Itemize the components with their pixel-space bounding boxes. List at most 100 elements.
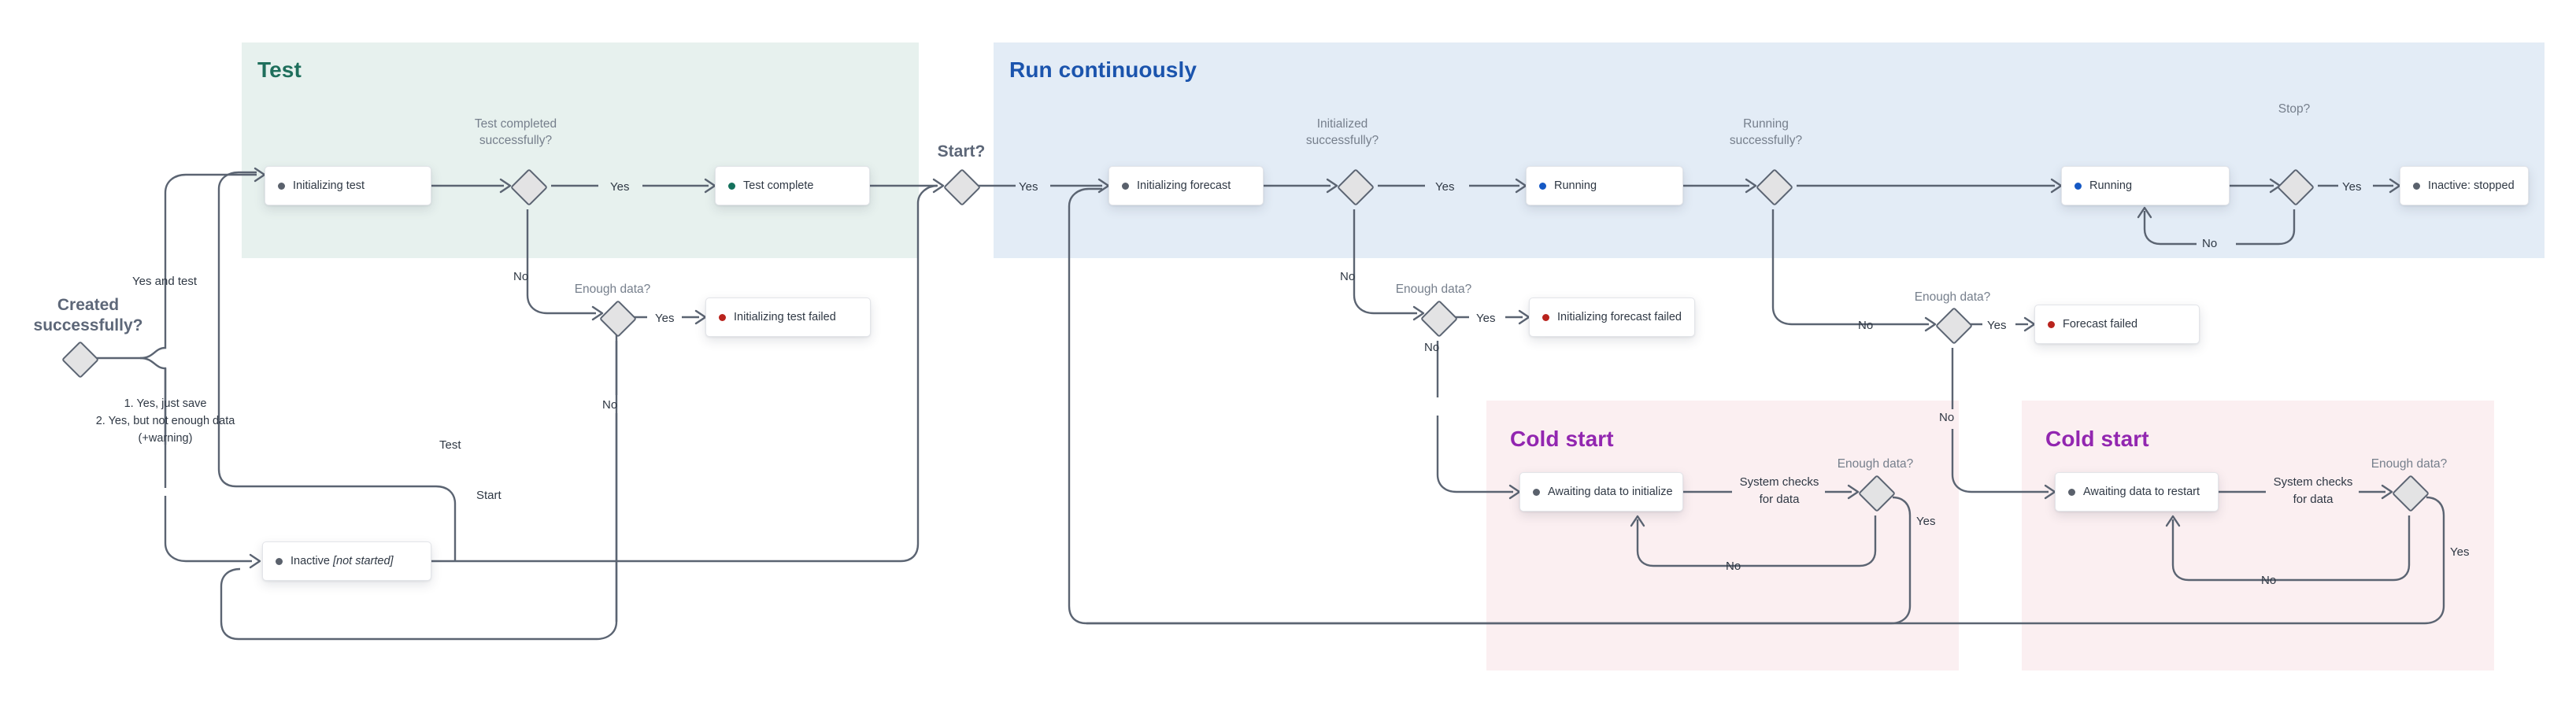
- system-checks-line-2: for data: [2293, 492, 2334, 506]
- created-line-1: Created: [57, 296, 120, 314]
- edge-label-yes-and-test: Yes and test: [132, 275, 198, 288]
- arrow-into-start: [932, 178, 945, 194]
- decision-start[interactable]: [942, 168, 982, 207]
- edge-label-enough-data-run-no: No: [1939, 411, 1955, 424]
- decision-enough-data-initialized[interactable]: [1419, 299, 1459, 338]
- section-panel-run-continuously: Run continuously: [994, 42, 2545, 258]
- running-line-1: Running: [1743, 117, 1789, 131]
- section-panel-cold-start-1: Cold start: [1486, 401, 1959, 671]
- status-dot-running-2: [2074, 182, 2082, 190]
- system-checks-line-2: for data: [1759, 492, 1800, 506]
- node-label-initializing-forecast: Initializing forecast: [1137, 179, 1231, 192]
- system-checks-line-1: System checks: [1739, 475, 1819, 489]
- decision-title-created-successfully: Created successfully?: [17, 295, 159, 337]
- list-item: 2. Yes, but not enough data: [95, 414, 235, 427]
- arrow-into-enough-run: [1924, 316, 1937, 332]
- edge-label-stop-no: No: [2202, 237, 2218, 250]
- decision-created-successfully[interactable]: [61, 340, 100, 379]
- decision-title-enough-data-cold2: Enough data?: [2371, 457, 2448, 471]
- section-panel-cold-start-2: Cold start: [2022, 401, 2494, 671]
- status-dot-awaiting-data-to-initialize: [1533, 488, 1540, 496]
- section-title-test: Test: [257, 57, 302, 82]
- edge-label-start: Start: [476, 489, 502, 502]
- decision-title-start: Start?: [937, 142, 986, 161]
- status-dot-inactive-stopped: [2413, 182, 2420, 190]
- edge-label-start-yes: Yes: [1019, 180, 1038, 194]
- edge-label-test: Test: [439, 438, 461, 452]
- node-inactive-not-started[interactable]: Inactive [not started]: [262, 541, 431, 581]
- list-item: 1. Yes, just save: [124, 397, 207, 410]
- section-panel-test: Test: [242, 42, 919, 258]
- decision-title-initialized: Initialized successfully?: [1279, 116, 1405, 150]
- decision-title-enough-data-initialized: Enough data?: [1395, 283, 1472, 296]
- section-title-cold-start-2: Cold start: [2045, 427, 2149, 451]
- edge-label-initialized-yes: Yes: [1435, 180, 1455, 194]
- status-dot-test-complete: [728, 182, 735, 190]
- node-running-2[interactable]: Running: [2061, 166, 2230, 205]
- node-test-complete[interactable]: Test complete: [715, 166, 870, 205]
- decision-title-test-completed: Test completed successfully?: [441, 116, 590, 150]
- node-label-running-2: Running: [2089, 179, 2133, 192]
- status-dot-initializing-test-failed: [719, 313, 726, 321]
- node-label-awaiting-data-to-initialize: Awaiting data to initialize: [1548, 485, 1673, 498]
- edge-label-enough-data-run-yes: Yes: [1987, 319, 2007, 332]
- node-label-initializing-test-failed: Initializing test failed: [734, 310, 836, 323]
- test-completed-line-1: Test completed: [474, 117, 557, 131]
- node-inactive-stopped[interactable]: Inactive: stopped: [2400, 166, 2529, 205]
- decision-title-stop: Stop?: [2278, 102, 2311, 116]
- status-dot-forecast-failed: [2048, 320, 2055, 328]
- node-initializing-forecast[interactable]: Initializing forecast: [1108, 166, 1264, 205]
- edge-enough-data-no-loop: [220, 331, 618, 641]
- edge-label-cold1-yes: Yes: [1916, 515, 1936, 528]
- arrow-into-init-test-failed: [694, 309, 707, 325]
- status-dot-awaiting-data-to-restart: [2068, 488, 2075, 496]
- node-forecast-failed[interactable]: Forecast failed: [2034, 305, 2200, 344]
- node-label-forecast-failed: Forecast failed: [2063, 317, 2138, 331]
- decision-enough-data-test[interactable]: [598, 299, 638, 338]
- section-title-cold-start-1: Cold start: [1510, 427, 1614, 451]
- node-label-running-1: Running: [1554, 179, 1597, 192]
- node-initializing-forecast-failed[interactable]: Initializing forecast failed: [1529, 297, 1695, 337]
- node-label-initializing-forecast-failed: Initializing forecast failed: [1557, 310, 1682, 323]
- status-dot-initializing-forecast: [1122, 182, 1129, 190]
- edge-label-cold1-no: No: [1726, 560, 1741, 573]
- arrow-into-inactive: [249, 553, 261, 569]
- decision-title-enough-data-running: Enough data?: [1914, 290, 1991, 304]
- section-title-run-continuously: Run continuously: [1009, 57, 1197, 82]
- node-running-1[interactable]: Running: [1526, 166, 1683, 205]
- edge-label-enough-data-init-no: No: [1424, 341, 1440, 354]
- status-dot-running-1: [1539, 182, 1546, 190]
- node-label-inactive-stopped: Inactive: stopped: [2428, 179, 2515, 192]
- node-label-initializing-test: Initializing test: [293, 179, 365, 192]
- edge-label-enough-data-test-yes: Yes: [655, 312, 675, 325]
- decision-title-enough-data-cold1: Enough data?: [1837, 457, 1914, 471]
- status-dot-initializing-test: [278, 182, 285, 190]
- edge-label-system-checks-cold2: System checks for data: [2264, 474, 2362, 508]
- status-dot-initializing-forecast-failed: [1542, 313, 1549, 321]
- node-label-awaiting-data-to-restart: Awaiting data to restart: [2083, 485, 2200, 498]
- edge-label-enough-data-test-no: No: [602, 398, 618, 412]
- node-awaiting-data-to-restart[interactable]: Awaiting data to restart: [2055, 472, 2219, 512]
- node-initializing-test[interactable]: Initializing test: [265, 166, 431, 205]
- decision-title-running-successfully: Running successfully?: [1701, 116, 1831, 150]
- running-line-2: successfully?: [1729, 133, 1803, 147]
- edge-label-created-branch-list: 1. Yes, just save 2. Yes, but not enough…: [87, 396, 244, 447]
- edge-label-initialized-no: No: [1340, 270, 1356, 283]
- node-initializing-test-failed[interactable]: Initializing test failed: [705, 297, 871, 337]
- edge-label-stop-yes: Yes: [2342, 180, 2362, 194]
- edge-label-running-no: No: [1858, 319, 1874, 332]
- edge-label-cold2-no: No: [2261, 574, 2277, 587]
- created-line-2: successfully?: [33, 316, 143, 335]
- decision-enough-data-running[interactable]: [1934, 306, 1974, 345]
- node-label-inactive-not-started: Inactive [not started]: [291, 554, 394, 567]
- system-checks-line-1: System checks: [2273, 475, 2353, 489]
- arrow-into-init-forecast-failed: [1518, 309, 1530, 325]
- edge-label-test-yes: Yes: [610, 180, 630, 194]
- initialized-line-1: Initialized: [1316, 117, 1368, 131]
- node-label-test-complete: Test complete: [743, 179, 814, 192]
- edge-test-nodata-to-inactive: [219, 327, 616, 639]
- decision-title-enough-data-test: Enough data?: [574, 283, 651, 296]
- node-awaiting-data-to-initialize[interactable]: Awaiting data to initialize: [1519, 472, 1683, 512]
- status-dot-inactive-not-started: [276, 557, 283, 565]
